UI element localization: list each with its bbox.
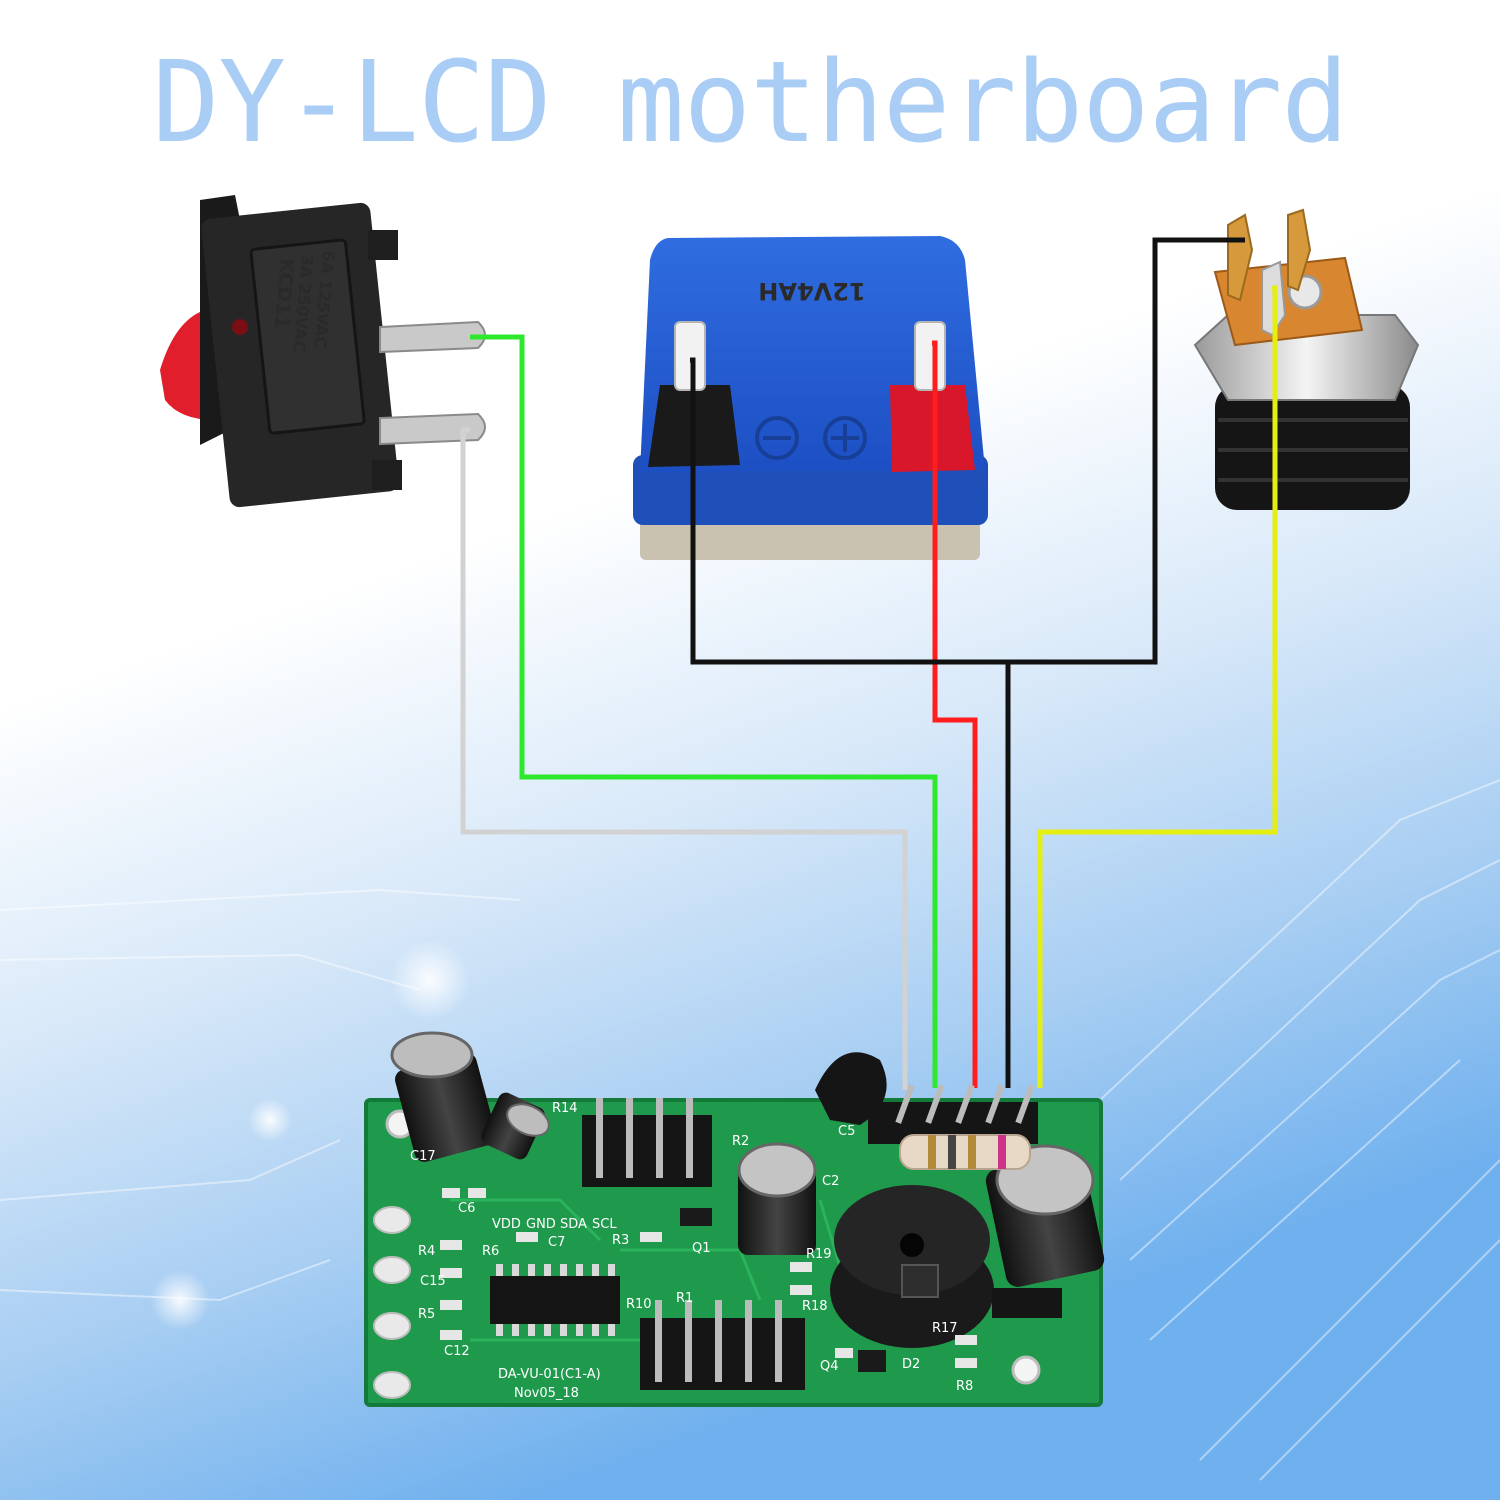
negative-terminal bbox=[674, 321, 706, 391]
component-ref: R2 bbox=[732, 1134, 749, 1149]
component-ref: C17 bbox=[410, 1149, 436, 1164]
ic-chip bbox=[490, 1276, 620, 1324]
buzzer bbox=[830, 1185, 994, 1348]
pin-label: GND bbox=[526, 1217, 556, 1232]
black-wire-battery bbox=[690, 237, 1245, 665]
transistor bbox=[815, 1052, 887, 1125]
battery-model: 12V4AH bbox=[758, 277, 865, 305]
component-ref: D2 bbox=[902, 1357, 920, 1372]
red-wire bbox=[932, 340, 978, 1088]
component-ref: R3 bbox=[612, 1233, 629, 1248]
component-ref: C2 bbox=[822, 1174, 839, 1189]
rocker-switch: KCD11 3A 250VAC 6A 125VAC bbox=[160, 195, 486, 508]
component-ref: R18 bbox=[802, 1299, 828, 1314]
circuit-pattern bbox=[0, 779, 1500, 1481]
component-ref: C15 bbox=[420, 1274, 446, 1289]
switch-terminal bbox=[379, 412, 486, 446]
component-ref: Q1 bbox=[692, 1241, 711, 1256]
pin-label: SDA bbox=[560, 1217, 587, 1232]
component-ref: R14 bbox=[552, 1101, 578, 1116]
positive-terminal bbox=[914, 321, 946, 391]
component-ref: Q4 bbox=[820, 1359, 839, 1374]
pin-header-top bbox=[582, 1098, 712, 1187]
component-ref: R4 bbox=[418, 1244, 435, 1259]
light-glow bbox=[390, 940, 470, 1020]
pin-header-bottom bbox=[640, 1300, 805, 1390]
electrolytic-capacitor bbox=[390, 1031, 497, 1162]
edge-pad bbox=[373, 1312, 411, 1340]
jack-terminal bbox=[1227, 213, 1254, 302]
electrolytic-capacitor bbox=[737, 1142, 817, 1255]
mount-hole bbox=[1011, 1355, 1041, 1385]
switch-terminal bbox=[379, 320, 486, 354]
diagram-title: DY-LCD motherboard bbox=[152, 38, 1349, 168]
light-glow bbox=[150, 1270, 210, 1330]
date-label: Nov05_18 bbox=[514, 1386, 579, 1401]
resistor bbox=[899, 1134, 1031, 1170]
component-ref: R10 bbox=[626, 1297, 652, 1312]
component-ref: R19 bbox=[806, 1247, 832, 1262]
board-label: DA-VU-01(C1-A) bbox=[498, 1367, 601, 1382]
dc-jack bbox=[1193, 208, 1420, 510]
pin-label: SCL bbox=[592, 1217, 617, 1232]
wires bbox=[460, 237, 1278, 1090]
component-ref: C6 bbox=[458, 1201, 475, 1216]
minus-symbol bbox=[755, 416, 799, 460]
component-ref: C12 bbox=[444, 1344, 470, 1359]
component-ref: R8 bbox=[956, 1379, 973, 1394]
component-ref: R17 bbox=[932, 1321, 958, 1336]
yellow-wire bbox=[1037, 285, 1278, 1088]
jack-terminal bbox=[1287, 208, 1312, 292]
edge-pad bbox=[373, 1206, 411, 1234]
component-ref: C7 bbox=[548, 1235, 565, 1250]
battery: 12V4AH bbox=[633, 236, 988, 560]
white-wire bbox=[460, 427, 908, 1090]
edge-pad bbox=[373, 1371, 411, 1399]
component-ref: R5 bbox=[418, 1307, 435, 1322]
light-glow bbox=[248, 1098, 292, 1142]
component-ref: R1 bbox=[676, 1291, 693, 1306]
jumper bbox=[992, 1288, 1062, 1318]
plus-symbol bbox=[823, 416, 867, 460]
edge-pad bbox=[373, 1256, 411, 1284]
pcb-board: VDD GND SDA SCL DA-VU-01(C1-A) Nov05_18 … bbox=[364, 1031, 1105, 1407]
green-wire bbox=[470, 334, 938, 1088]
component-ref: R6 bbox=[482, 1244, 499, 1259]
component-ref: C5 bbox=[838, 1124, 855, 1139]
pin-label: VDD bbox=[492, 1217, 521, 1232]
electrolytic-capacitor bbox=[481, 1092, 550, 1160]
